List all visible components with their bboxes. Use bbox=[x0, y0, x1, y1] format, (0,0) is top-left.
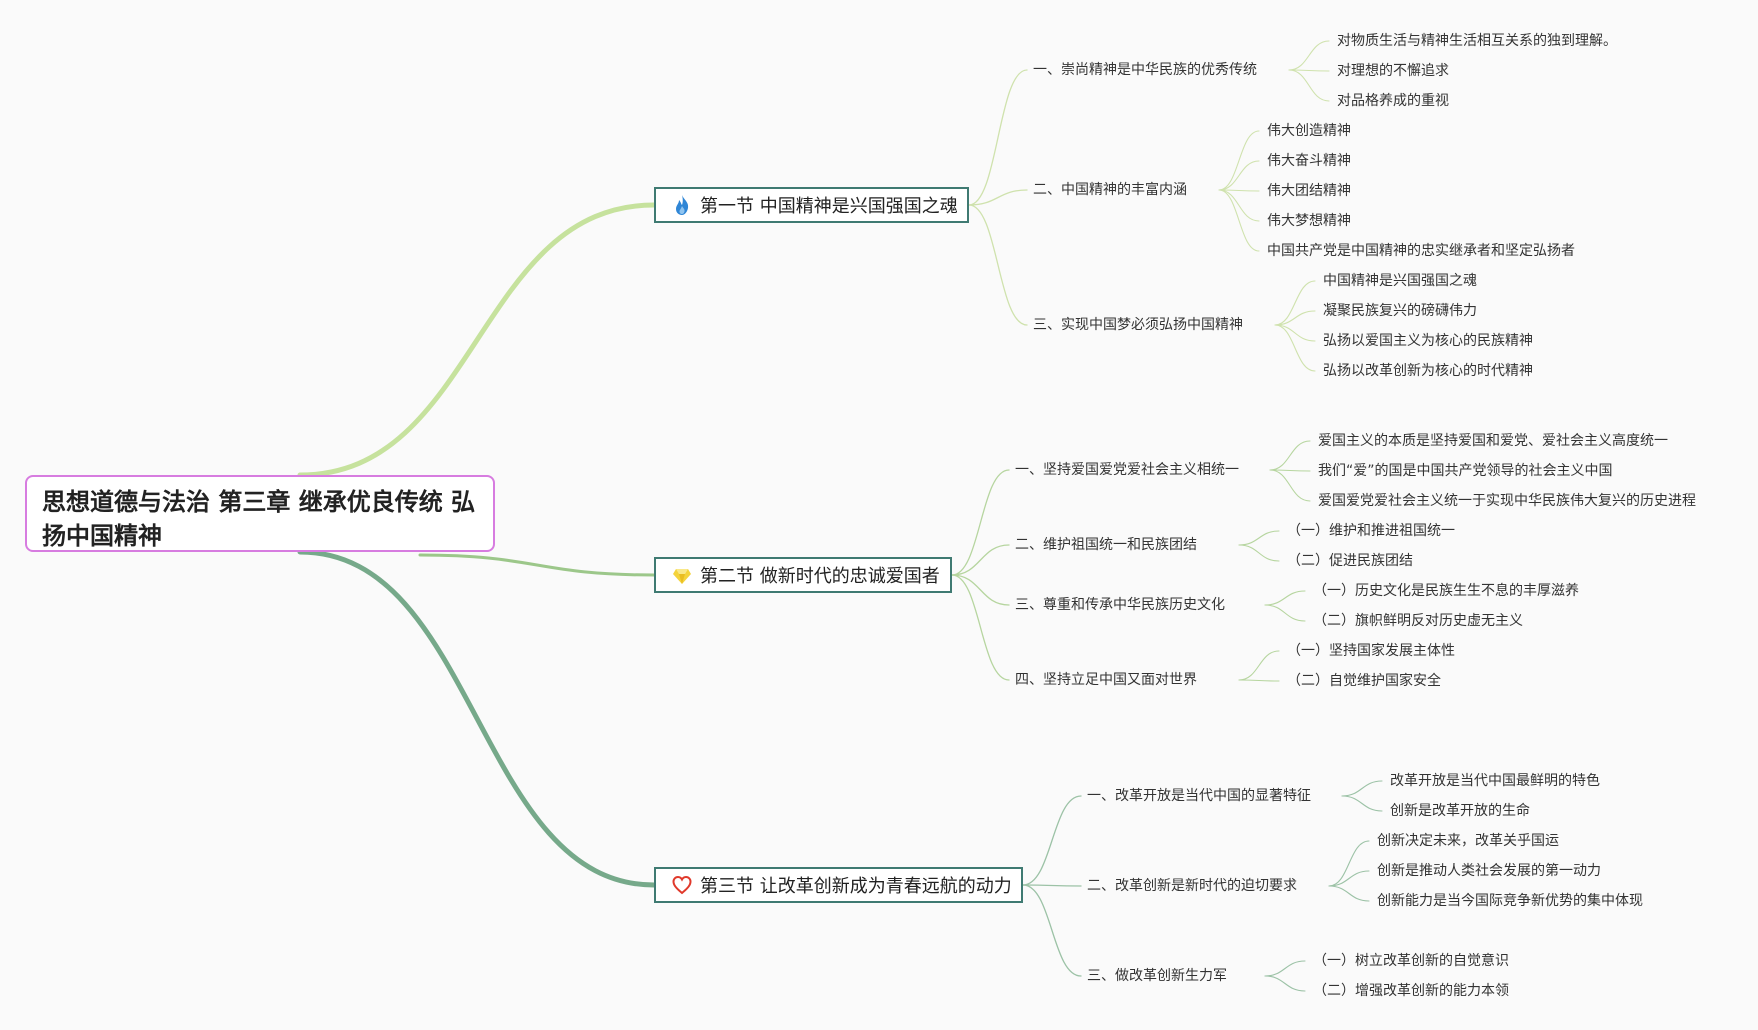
leaf-branch bbox=[1341, 795, 1383, 812]
main-branch bbox=[297, 202, 657, 478]
leaf-branch bbox=[1274, 324, 1316, 342]
main-branch bbox=[418, 553, 656, 577]
leaf-branch bbox=[1264, 960, 1306, 977]
leaf-branch bbox=[1238, 650, 1280, 681]
sub-branch bbox=[951, 574, 1010, 681]
sub-branch bbox=[968, 204, 1028, 326]
leaf-topic[interactable]: （一）树立改革创新的自觉意识 bbox=[1313, 953, 1509, 969]
leaf-branch bbox=[1218, 189, 1260, 222]
leaf-topic[interactable]: 弘扬以改革创新为核心的时代精神 bbox=[1323, 363, 1533, 379]
leaf-branch bbox=[1274, 280, 1316, 326]
leaf-topic[interactable]: 对理想的不懈追求 bbox=[1337, 63, 1449, 79]
leaf-topic[interactable]: （二）旗帜鲜明反对历史虚无主义 bbox=[1313, 613, 1523, 629]
main-branch bbox=[297, 549, 657, 888]
flame-icon bbox=[672, 194, 692, 216]
leaf-topic[interactable]: 凝聚民族复兴的磅礴伟力 bbox=[1323, 303, 1477, 319]
diamond-icon bbox=[672, 564, 692, 586]
subtopic[interactable]: 二、中国精神的丰富内涵 bbox=[1033, 182, 1187, 198]
subtopic[interactable]: 二、改革创新是新时代的迫切要求 bbox=[1087, 878, 1297, 894]
subtopic[interactable]: 三、实现中国梦必须弘扬中国精神 bbox=[1033, 317, 1243, 333]
central-topic[interactable]: 思想道德与法治 第三章 继承优良传统 弘扬中国精神 bbox=[25, 475, 495, 552]
section-node[interactable]: 第一节 中国精神是兴国强国之魂 bbox=[654, 187, 969, 223]
leaf-topic[interactable]: 伟大奋斗精神 bbox=[1267, 153, 1351, 169]
subtopic[interactable]: 二、维护祖国统一和民族团结 bbox=[1015, 537, 1197, 553]
sub-branch bbox=[951, 574, 1010, 606]
sub-branch bbox=[951, 469, 1010, 576]
leaf-topic[interactable]: （二）自觉维护国家安全 bbox=[1287, 673, 1441, 689]
leaf-topic[interactable]: （二）促进民族团结 bbox=[1287, 553, 1413, 569]
leaf-topic[interactable]: 我们“爱”的国是中国共产党领导的社会主义中国 bbox=[1318, 463, 1613, 479]
leaf-topic[interactable]: 对品格养成的重视 bbox=[1337, 93, 1449, 109]
leaf-branch bbox=[1264, 590, 1306, 606]
sub-branch bbox=[968, 69, 1028, 206]
leaf-topic[interactable]: 中国精神是兴国强国之魂 bbox=[1323, 273, 1477, 289]
section-label: 第二节 做新时代的忠诚爱国者 bbox=[700, 566, 940, 587]
leaf-topic[interactable]: （二）增强改革创新的能力本领 bbox=[1313, 983, 1509, 999]
leaf-topic[interactable]: （一）坚持国家发展主体性 bbox=[1287, 643, 1455, 659]
leaf-branch bbox=[1264, 604, 1306, 622]
leaf-branch bbox=[1238, 530, 1280, 546]
leaf-branch bbox=[1288, 69, 1330, 102]
section-label: 第一节 中国精神是兴国强国之魂 bbox=[700, 196, 958, 217]
leaf-branch bbox=[1238, 544, 1280, 562]
subtopic[interactable]: 三、做改革创新生力军 bbox=[1087, 968, 1227, 984]
heart-icon bbox=[672, 874, 692, 896]
sub-branch bbox=[951, 544, 1010, 576]
leaf-branch bbox=[1269, 440, 1311, 471]
leaf-branch bbox=[1264, 975, 1306, 992]
sub-branch bbox=[968, 189, 1028, 206]
leaf-topic[interactable]: 对物质生活与精神生活相互关系的独到理解。 bbox=[1337, 33, 1617, 49]
leaf-branch bbox=[1328, 870, 1370, 887]
leaf-branch bbox=[1218, 130, 1260, 191]
leaf-topic[interactable]: 创新决定未来，改革关乎国运 bbox=[1377, 833, 1559, 849]
leaf-topic[interactable]: 创新是推动人类社会发展的第一动力 bbox=[1377, 863, 1601, 879]
sub-branch bbox=[1022, 884, 1082, 887]
section-node[interactable]: 第三节 让改革创新成为青春远航的动力 bbox=[654, 867, 1023, 903]
leaf-topic[interactable]: 爱国主义的本质是坚持爱国和爱党、爱社会主义高度统一 bbox=[1318, 433, 1668, 449]
leaf-branch bbox=[1341, 780, 1383, 797]
leaf-topic[interactable]: 弘扬以爱国主义为核心的民族精神 bbox=[1323, 333, 1533, 349]
leaf-branch bbox=[1274, 324, 1316, 372]
section-label: 第三节 让改革创新成为青春远航的动力 bbox=[700, 876, 1012, 897]
leaf-branch bbox=[1269, 469, 1311, 502]
leaf-branch bbox=[1328, 885, 1370, 902]
subtopic[interactable]: 四、坚持立足中国又面对世界 bbox=[1015, 672, 1197, 688]
leaf-topic[interactable]: （一）维护和推进祖国统一 bbox=[1287, 523, 1455, 539]
leaf-topic[interactable]: （一）历史文化是民族生生不息的丰厚滋养 bbox=[1313, 583, 1579, 599]
leaf-branch bbox=[1218, 189, 1260, 252]
subtopic[interactable]: 一、改革开放是当代中国的显著特征 bbox=[1087, 788, 1311, 804]
subtopic[interactable]: 三、尊重和传承中华民族历史文化 bbox=[1015, 597, 1225, 613]
leaf-branch bbox=[1218, 160, 1260, 191]
leaf-topic[interactable]: 创新是改革开放的生命 bbox=[1390, 803, 1530, 819]
leaf-topic[interactable]: 创新能力是当今国际竞争新优势的集中体现 bbox=[1377, 893, 1643, 909]
leaf-topic[interactable]: 改革开放是当代中国最鲜明的特色 bbox=[1390, 773, 1600, 789]
subtopic[interactable]: 一、坚持爱国爱党爱社会主义相统一 bbox=[1015, 462, 1239, 478]
leaf-branch bbox=[1288, 40, 1330, 71]
sub-branch bbox=[1022, 884, 1082, 977]
leaf-topic[interactable]: 中国共产党是中国精神的忠实继承者和坚定弘扬者 bbox=[1267, 243, 1575, 259]
sub-branch bbox=[1022, 795, 1082, 886]
leaf-topic[interactable]: 伟大团结精神 bbox=[1267, 183, 1351, 199]
subtopic[interactable]: 一、崇尚精神是中华民族的优秀传统 bbox=[1033, 62, 1257, 78]
leaf-branch bbox=[1274, 310, 1316, 326]
leaf-topic[interactable]: 爱国爱党爱社会主义统一于实现中华民族伟大复兴的历史进程 bbox=[1318, 493, 1696, 509]
leaf-topic[interactable]: 伟大创造精神 bbox=[1267, 123, 1351, 139]
leaf-branch bbox=[1238, 679, 1280, 682]
leaf-topic[interactable]: 伟大梦想精神 bbox=[1267, 213, 1351, 229]
section-node[interactable]: 第二节 做新时代的忠诚爱国者 bbox=[654, 557, 952, 593]
leaf-branch bbox=[1328, 840, 1370, 887]
